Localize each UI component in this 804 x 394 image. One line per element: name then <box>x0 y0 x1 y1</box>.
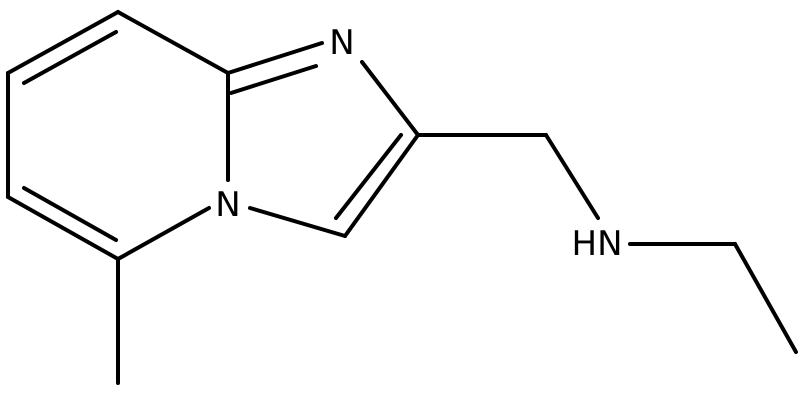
bond-c8a-n1 <box>226 41 324 75</box>
atom-label-nh-amine: HN <box>572 224 623 264</box>
bond-n1-c2 <box>360 60 420 137</box>
bond-c8-c8a <box>116 10 230 75</box>
imidazole-ring <box>226 41 420 238</box>
bond-c8a-n1-inner <box>229 64 318 95</box>
atom-labels: N N HN <box>215 23 622 264</box>
bond-ethyl-ch3 <box>733 242 798 354</box>
bond-ch2-nh <box>544 133 600 220</box>
substituents <box>116 133 798 385</box>
atom-label-n-imine: N <box>329 23 354 63</box>
bond-c5-n4 <box>116 206 211 261</box>
bond-c5-c6 <box>6 195 120 261</box>
pyridine-ring <box>6 10 230 261</box>
bond-c3-n4 <box>248 206 347 238</box>
bond-c2-c3-inner <box>334 133 403 220</box>
bond-c2-c3 <box>343 133 420 238</box>
atom-label-n-bridgehead: N <box>215 185 240 225</box>
bond-c7-c8 <box>6 10 120 75</box>
bond-c7-c8-inner <box>22 30 118 85</box>
bond-c5-c6-inner <box>22 186 118 242</box>
